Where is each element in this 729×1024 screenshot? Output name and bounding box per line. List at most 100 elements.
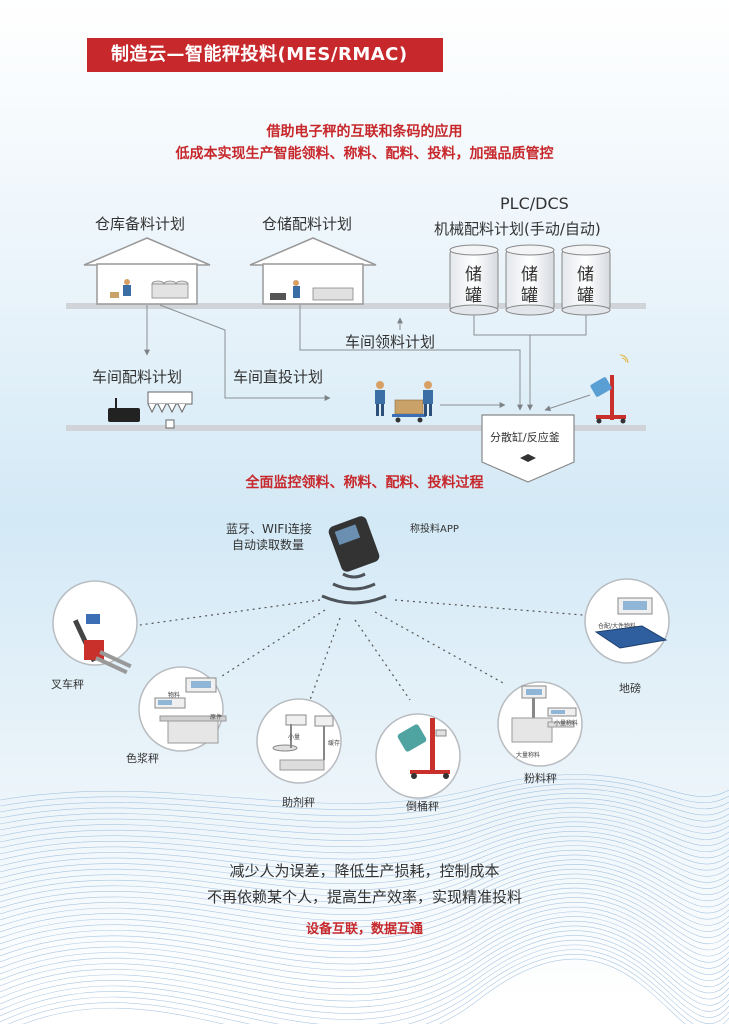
wave-line <box>0 901 729 971</box>
powder-scale-image <box>511 685 577 743</box>
wave-line <box>0 859 729 915</box>
wave-line <box>0 883 729 946</box>
tag-material: 物料 <box>168 692 181 699</box>
wave-line <box>8 954 729 1024</box>
wave-line <box>22 958 729 1024</box>
tag-small: 小量 <box>288 734 301 741</box>
tank-3-bottom: 罐 <box>577 286 594 306</box>
drum-stacker-top <box>590 354 629 424</box>
wave-line <box>0 812 729 854</box>
handheld-terminal <box>328 516 380 572</box>
wave-line <box>0 864 729 922</box>
drum-label: 倒桶秤 <box>406 800 439 813</box>
signal-waves <box>321 572 387 605</box>
additive-scale-image <box>272 714 334 771</box>
wave-line <box>0 821 729 866</box>
intro-line-1: 借助电子秤的互联和条码的应用 <box>266 124 463 140</box>
powder-label: 粉料秤 <box>524 772 557 785</box>
tag-main: 原件 <box>210 714 223 721</box>
wave-line <box>0 906 729 977</box>
machine-plan-label: 机械配料计划(手动/自动) <box>434 220 601 238</box>
wave-line <box>0 878 729 940</box>
wave-line <box>0 788 729 823</box>
wave-line <box>0 798 729 835</box>
warehouse-prep-label: 仓库备料计划 <box>95 215 186 233</box>
tank-1-bottom: 罐 <box>465 286 482 306</box>
wave-line <box>0 873 729 934</box>
wave-line <box>0 935 729 1014</box>
wave-line <box>0 925 729 1002</box>
color-paste-label: 色浆秤 <box>126 752 159 765</box>
wave-line <box>0 887 729 952</box>
app-label: 称投料APP <box>410 524 459 535</box>
workshop-pick-label: 车间领料计划 <box>345 333 436 351</box>
workers-cart <box>375 381 433 423</box>
storage-tanks <box>449 244 611 316</box>
warehouse-dist-building <box>249 237 377 305</box>
footer-slogan: 设备互联，数据互通 <box>305 922 423 937</box>
tank-2-bottom: 罐 <box>521 286 538 306</box>
wave-line <box>0 897 729 965</box>
tag-small-cache: 小量称料 <box>554 720 579 727</box>
wave-line <box>0 916 729 990</box>
wave-line <box>0 911 729 983</box>
reactor-vessel <box>481 414 575 483</box>
color-paste-scale-image <box>154 677 227 744</box>
tank-3-top: 储 <box>577 265 594 285</box>
wave-line <box>0 845 729 897</box>
workshop-direct-label: 车间直投计划 <box>233 368 324 386</box>
forklift-label: 叉车秤 <box>51 678 84 691</box>
flow-arrows <box>144 304 591 412</box>
wave-line <box>0 802 729 841</box>
wireless-label: 蓝牙、WIFI连接 <box>226 522 312 536</box>
wave-line <box>0 831 729 878</box>
page-title: 制造云—智能秤投料(MES/RMAC) <box>87 38 443 72</box>
tank-1-top: 储 <box>465 265 482 285</box>
workshop-dist-devices <box>108 391 193 429</box>
wave-line <box>0 816 729 860</box>
wave-line <box>0 774 729 804</box>
additive-label: 助剂秤 <box>282 796 315 809</box>
footer-line-2: 不再依赖某个人，提高生产效率，实现精准投料 <box>206 888 522 906</box>
drum-scale-image <box>397 718 450 779</box>
footer-line-1: 减少人为误差，降低生产损耗，控制成本 <box>229 862 500 880</box>
wave-line <box>0 826 729 872</box>
wave-line <box>0 778 729 810</box>
warehouse-dist-label: 仓储配料计划 <box>262 215 353 233</box>
forklift-scale-image <box>72 614 132 675</box>
wave-line <box>0 920 729 996</box>
tank-2-top: 储 <box>521 265 538 285</box>
wave-line <box>0 944 729 1024</box>
reactor-label: 分散缸/反应釜 <box>490 431 560 444</box>
device-circles <box>52 578 670 799</box>
wave-line <box>0 868 729 928</box>
wave-line <box>0 939 729 1020</box>
warehouse-prep-building <box>83 237 211 305</box>
floor-label: 地磅 <box>619 682 641 695</box>
tag-cache: 缓存 <box>328 740 341 747</box>
wireless-links <box>139 599 584 701</box>
lower-floor-line <box>66 425 646 431</box>
upper-floor-line <box>66 303 646 309</box>
wave-line <box>0 793 729 829</box>
wave-line <box>0 854 729 909</box>
tag-floor: 仓配/大件物料 <box>598 623 637 630</box>
wave-line <box>0 849 729 903</box>
workshop-dist-label: 车间配料计划 <box>92 368 183 386</box>
wave-line <box>0 892 729 959</box>
wave-line <box>0 930 729 1008</box>
auto-read-label: 自动读取数量 <box>232 538 305 552</box>
wave-line <box>0 840 729 891</box>
intro-line-2: 低成本实现生产智能领料、称料、配料、投料，加强品质管控 <box>175 146 554 162</box>
wave-line <box>0 949 729 1024</box>
wave-line <box>0 835 729 885</box>
monitor-heading: 全面监控领料、称料、配料、投料过程 <box>245 475 484 491</box>
tag-big: 大量称料 <box>516 752 541 759</box>
floor-scale-image <box>594 597 668 649</box>
wave-line <box>0 807 729 847</box>
plc-label: PLC/DCS <box>500 194 569 213</box>
wave-line <box>0 783 729 817</box>
